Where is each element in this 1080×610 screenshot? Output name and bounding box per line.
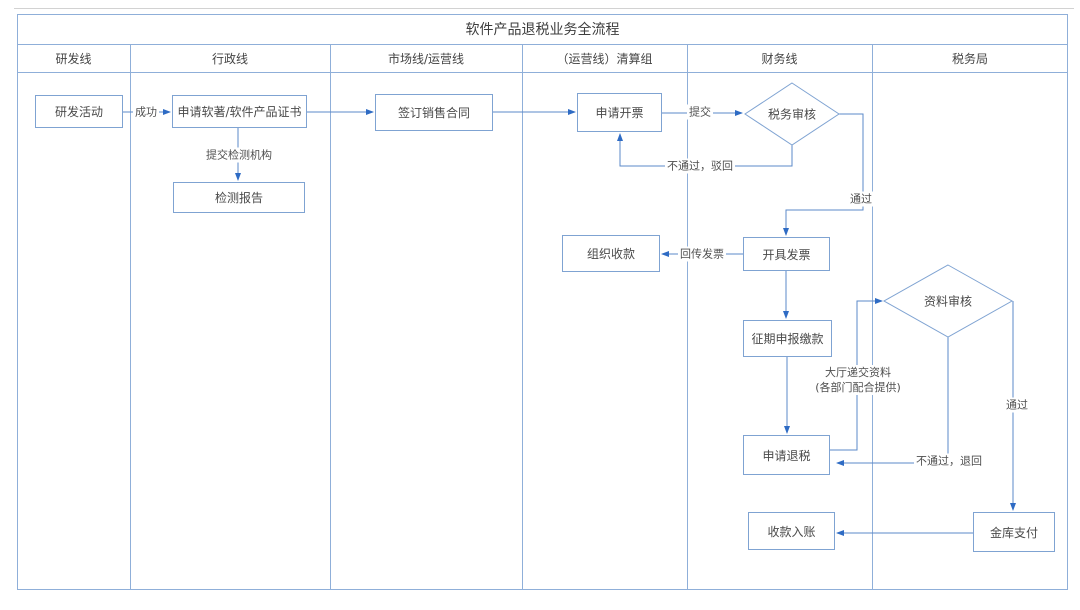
header-body-divider [17,72,1068,73]
lane-divider-4 [687,45,688,590]
node-tax-review-label: 税务审核 [767,107,817,122]
edge-label-hall-submit-line2: (各部门配合提供) [815,381,901,394]
edge-materialreview-return [836,337,949,466]
lane-divider-1 [130,45,131,590]
node-material-review-label: 资料审核 [923,294,973,309]
page-top-divider [14,8,1074,9]
node-sign-contract: 签订销售合同 [375,94,493,131]
lane-header-finance: 财务线 [761,52,798,66]
node-apply-cert: 申请软著/软件产品证书 [172,95,307,128]
edge-label-submit-test: 提交检测机构 [204,147,274,163]
lane-header-clearing: （运营线）清算组 [556,52,653,66]
node-apply-refund: 申请退税 [743,435,830,475]
lane-divider-5 [872,45,873,590]
edge-taxreview-pass [783,113,864,236]
lane-header-admin: 行政线 [211,52,248,66]
lane-divider-2 [330,45,331,590]
node-issue-invoice: 开具发票 [743,237,830,271]
edge-label-hall-submit: 大厅递交资料 (各部门配合提供) [813,365,903,395]
edge-label-success: 成功 [133,104,159,120]
edge-label-fail-return: 不通过，退回 [914,453,984,469]
lane-header-rd: 研发线 [55,52,92,66]
edge-label-hall-submit-line1: 大厅递交资料 [825,366,891,379]
node-declare-pay: 征期申报缴款 [743,320,832,357]
edge-label-return-invoice: 回传发票 [678,246,726,262]
edge-label-pass-1: 通过 [848,191,874,207]
edge-label-pass-2: 通过 [1004,397,1030,413]
swimlane-table-border [17,14,1068,590]
edge-label-submit: 提交 [687,104,713,120]
tax-review-diamond [744,82,840,146]
lane-divider-3 [522,45,523,590]
diagram-title: 软件产品退税业务全流程 [17,14,1068,45]
node-organize-collection: 组织收款 [562,235,660,272]
node-treasury-pay: 金库支付 [973,512,1055,552]
node-apply-invoice: 申请开票 [577,93,662,132]
node-rd-activity: 研发活动 [35,95,123,128]
material-review-diamond [882,264,1014,338]
lane-header-market: 市场线/运营线 [387,52,465,66]
node-receive-payment: 收款入账 [748,512,835,550]
lane-header-taxbureau: 税务局 [951,52,988,66]
node-test-report: 检测报告 [173,182,305,213]
edge-label-fail-reject: 不通过，驳回 [665,158,735,174]
